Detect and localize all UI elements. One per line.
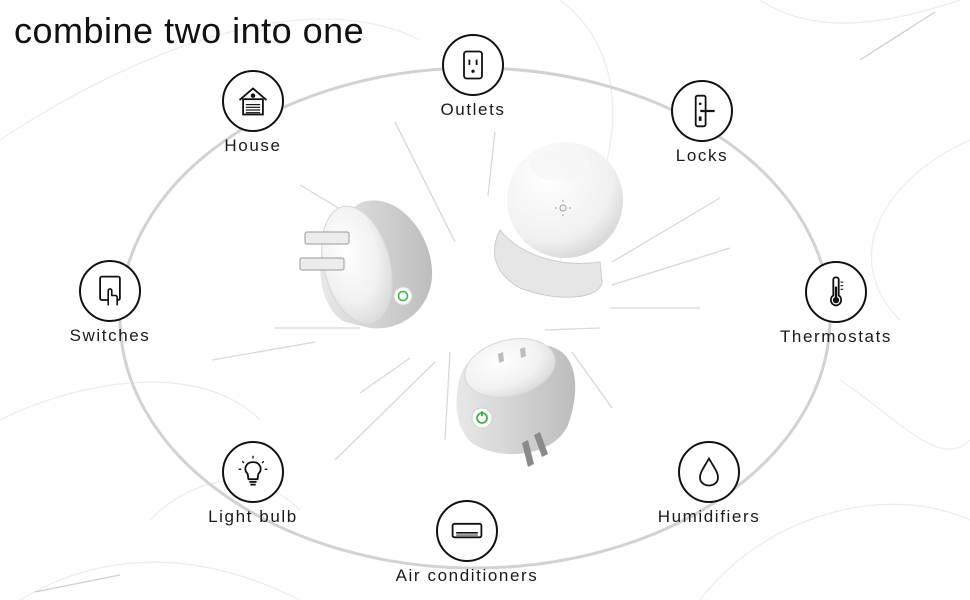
air-conditioner-icon	[436, 500, 498, 562]
device-label-house: House	[224, 136, 282, 155]
water-drop-icon	[678, 441, 740, 503]
device-node-outlets: Outlets	[373, 34, 573, 120]
device-label-switches: Switches	[69, 326, 151, 345]
smart-plug-front	[456, 338, 576, 467]
thermometer-icon	[805, 261, 867, 323]
smart-plug-side	[299, 200, 433, 329]
device-label-air-conditioners: Air conditioners	[395, 566, 539, 585]
device-node-house: House	[153, 70, 353, 156]
door-lock-icon	[671, 80, 733, 142]
device-node-humidifiers: Humidifiers	[609, 441, 809, 527]
device-label-humidifiers: Humidifiers	[657, 507, 761, 526]
headline: combine two into one	[14, 10, 365, 51]
device-label-outlets: Outlets	[440, 100, 506, 119]
device-node-light-bulb: Light bulb	[153, 441, 353, 527]
garage-house-icon	[222, 70, 284, 132]
wall-switch-icon	[79, 260, 141, 322]
light-bulb-icon	[222, 441, 284, 503]
device-label-thermostats: Thermostats	[779, 327, 893, 346]
device-label-light-bulb: Light bulb	[208, 507, 298, 526]
device-node-locks: Locks	[602, 80, 802, 166]
motion-sensor	[494, 142, 623, 298]
device-label-locks: Locks	[675, 146, 729, 165]
device-node-thermostats: Thermostats	[736, 261, 936, 347]
device-node-air-conditioners: Air conditioners	[367, 500, 567, 586]
device-node-switches: Switches	[10, 260, 210, 346]
outlet-icon	[442, 34, 504, 96]
